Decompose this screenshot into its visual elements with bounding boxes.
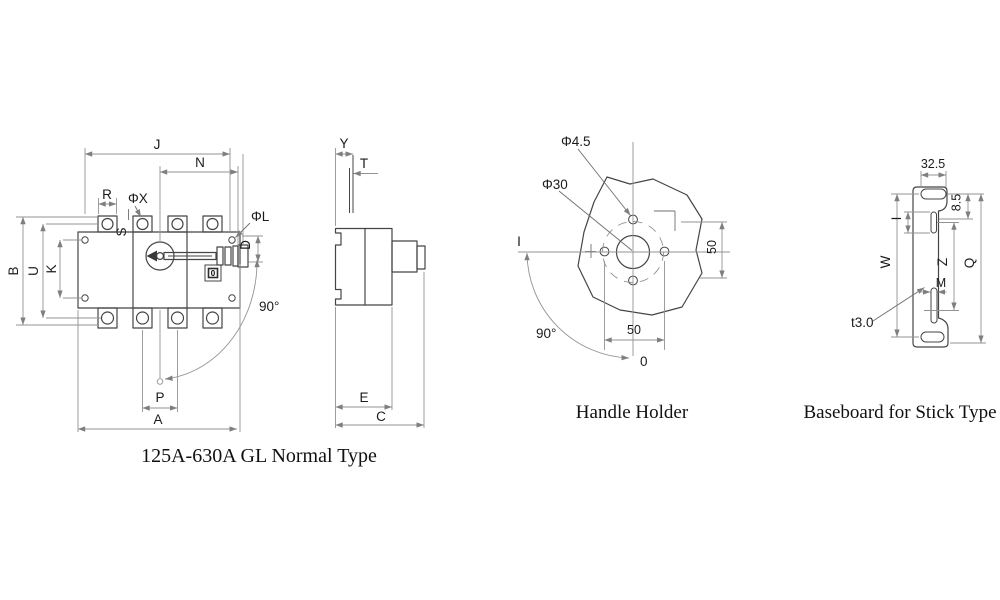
dim-label-slot-i: I [889, 217, 904, 221]
dim-label-u: U [26, 266, 41, 276]
dim-label-s: S [114, 227, 129, 236]
lower-small-slot [930, 287, 938, 324]
axis-label-i: I [517, 234, 521, 249]
handle-bar [163, 251, 217, 261]
handle-axle [156, 252, 165, 261]
dim-label-e: E [359, 390, 368, 405]
dim-label-b: B [6, 266, 21, 275]
phi-45-leader [577, 148, 631, 216]
mounting-square-marks [585, 210, 676, 258]
holder-dimension-lines [518, 142, 730, 361]
dim-label-32-5: 32.5 [921, 157, 945, 171]
handle-holder-caption: Handle Holder [576, 402, 689, 423]
top-terminals [97, 215, 223, 233]
dim-label-c: C [376, 409, 386, 424]
shaft-boss [391, 240, 418, 273]
upper-small-slot [930, 211, 937, 234]
dim-label-a: A [153, 412, 162, 427]
dim-label-z: Z [935, 258, 950, 266]
dim-label-50-horizontal: 50 [627, 323, 641, 337]
top-slot [920, 188, 947, 200]
handle-holder-view: Φ4.5 Φ30 50 50 I 90° 0 Handle Holder [517, 134, 730, 423]
dim-label-w: W [878, 255, 893, 268]
dim-label-8-5: 8.5 [950, 194, 964, 211]
dim-label-n: N [195, 155, 205, 170]
dim-label-50-vertical: 50 [705, 240, 719, 254]
dim-label-j: J [154, 137, 161, 152]
dim-label-t: T [360, 156, 368, 171]
dim-label-phi-30: Φ30 [542, 177, 568, 192]
dim-label-front-angle: 90° [259, 299, 279, 314]
baseboard-view: 32.5 8.5 I W Z M Q t3.0 Baseboard for St… [803, 157, 996, 423]
dim-label-phi-l: ΦL [251, 209, 270, 224]
dim-label-d: D [238, 240, 253, 250]
front-dimension-lines [16, 148, 263, 432]
bottom-slot [920, 331, 945, 343]
axis-label-zero: 0 [640, 354, 648, 369]
dim-label-r: R [102, 187, 112, 202]
dim-label-q: Q [962, 258, 977, 269]
baseboard-plate [912, 186, 949, 348]
baseboard-caption: Baseboard for Stick Type [803, 402, 996, 423]
dim-label-k: K [44, 264, 59, 273]
indicator-zero-label: 0 [211, 269, 216, 278]
phi-l-leader [235, 222, 251, 238]
handle-pointer-icon [146, 250, 157, 262]
dim-label-phi-45: Φ4.5 [561, 134, 591, 149]
dim-label-holder-angle: 90° [536, 326, 556, 341]
shaft-tip [416, 245, 426, 270]
dim-label-phi-x: ΦX [128, 191, 148, 206]
phi-30-leader [558, 190, 633, 251]
thickness-leader [872, 287, 925, 322]
dim-label-p: P [155, 390, 164, 405]
phi-x-leader [134, 205, 142, 218]
front-view-caption: 125A-630A GL Normal Type [141, 445, 377, 467]
holder-outline [577, 176, 703, 316]
handle-swing-arc [164, 259, 260, 381]
side-view: Y T E C [334, 136, 426, 428]
side-body [334, 227, 393, 306]
dim-label-y: Y [339, 136, 348, 151]
position-indicator: 0 [204, 264, 222, 282]
screw-holes [599, 214, 670, 286]
side-dimension-lines [335, 148, 425, 428]
front-view: 0 [6, 137, 377, 467]
baseboard-dimension-lines [872, 171, 986, 344]
dim-label-m: M [936, 276, 946, 290]
operating-handle [145, 241, 249, 271]
dim-label-thickness: t3.0 [851, 315, 874, 330]
rotation-arc [524, 252, 630, 361]
